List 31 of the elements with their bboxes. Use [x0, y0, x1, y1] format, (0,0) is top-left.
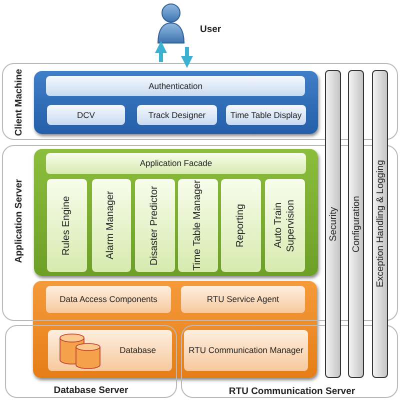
- user-label: User: [200, 24, 222, 35]
- component-box: RTU Service Agent: [181, 286, 305, 313]
- component-box: Disaster Predictor: [135, 179, 175, 272]
- component-box: RTU Communication Manager: [184, 330, 308, 371]
- bar-label: Exception Handling & Logging: [374, 160, 386, 288]
- component-box: DCV: [47, 105, 125, 125]
- cross-cutting-bar: [325, 70, 341, 378]
- component-box: Data Access Components: [46, 286, 171, 313]
- tier-label: Database Server: [52, 384, 130, 397]
- component-box: Reporting: [221, 179, 261, 272]
- component-box: Time Table Manager: [178, 179, 218, 272]
- component-box: Application Facade: [46, 153, 306, 174]
- arrow: [181, 47, 193, 68]
- layer-panel: [34, 149, 318, 276]
- component-label: Database: [120, 345, 156, 356]
- bar-label: Security: [328, 206, 338, 242]
- layer-panel: [34, 71, 318, 134]
- bar-label: Configuration: [350, 196, 362, 252]
- component-box: Authentication: [46, 76, 305, 96]
- component-box: Alarm Manager: [92, 179, 131, 272]
- tier-label: RTU Communication Server: [228, 384, 356, 398]
- component-box: Track Designer: [137, 105, 217, 125]
- tier-label: Client Machine: [12, 68, 26, 138]
- component-box: Time Table Display: [226, 105, 306, 125]
- component-box: [48, 330, 172, 371]
- component-box: Auto Train Supervision: [265, 179, 305, 272]
- component-box: Rules Engine: [47, 179, 87, 272]
- cross-cutting-bar: [372, 70, 388, 378]
- tier-label: Application Server: [12, 178, 26, 265]
- cross-cutting-bar: [348, 70, 364, 378]
- arrow: [155, 41, 167, 62]
